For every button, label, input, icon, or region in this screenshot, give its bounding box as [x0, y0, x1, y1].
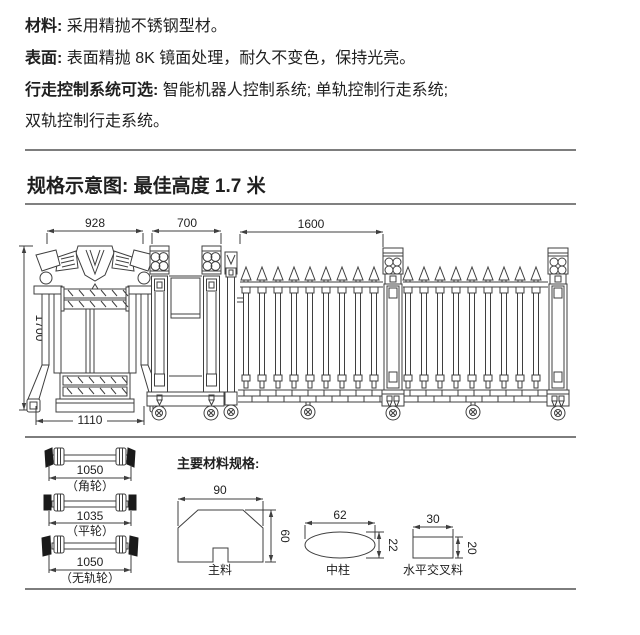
center-column-height: 22 [386, 538, 400, 552]
section-heading: 规格示意图: 最佳高度 1.7 米 [27, 176, 266, 197]
fence-view: 1600 [238, 217, 569, 420]
mid-pillar [382, 248, 404, 420]
main-profile-width: 90 [213, 483, 227, 497]
cross-bar-width: 30 [426, 512, 440, 526]
control-text: 智能机器人控制系统; 单轨控制行走系统; [158, 82, 449, 99]
spec-line-control: 行走控制系统可选: 智能机器人控制系统; 单轨控制行走系统; [25, 81, 585, 101]
center-column-profile: 62 22 中柱 [304, 508, 400, 577]
center-column-width: 62 [333, 508, 347, 522]
cross-bar-profile: 30 20 水平交叉料 [403, 512, 479, 577]
side-view: 700 [146, 216, 243, 421]
center-column-label: 中柱 [326, 562, 350, 577]
flat-wheel-assembly: 1035 （平轮） [43, 493, 137, 538]
dim-head-width: 928 [85, 216, 105, 230]
cross-bar-height: 20 [465, 541, 479, 555]
spec-line-surface: 表面: 表面精抛 8K 镜面处理，耐久不变色，保持光亮。 [25, 49, 585, 69]
link-post [223, 251, 243, 420]
trackless-wheel-dim: 1050 [77, 555, 104, 569]
dim-base-width: 1110 [78, 413, 103, 427]
control-text2: 双轨控制行走系统。 [25, 113, 170, 130]
divider-1 [25, 149, 576, 151]
control-label: 行走控制系统可选: [25, 82, 159, 99]
materials-heading: 主要材料规格: [177, 456, 259, 471]
main-profile-label: 主料 [208, 563, 232, 577]
material-text: 采用精抛不锈钢型材。 [62, 18, 227, 35]
crown-ornament [33, 245, 157, 295]
dim-trolley-width: 700 [177, 216, 197, 230]
main-profile: 90 60 主料 [177, 483, 292, 577]
divider-4 [25, 588, 576, 590]
spec-line-control2: 双轨控制行走系统。 [25, 112, 585, 132]
corner-wheel-dim: 1050 [77, 463, 104, 477]
dim-panel-width: 1600 [298, 217, 325, 231]
divider-2 [25, 203, 576, 205]
front-view: 928 1700 [19, 216, 164, 427]
trackless-wheel-assembly: 1050 （无轨轮） [41, 535, 139, 585]
corner-wheel-assembly: 1050 （角轮） [44, 447, 136, 493]
surface-label: 表面: [25, 50, 63, 67]
end-pillar [547, 248, 569, 420]
spec-line-material: 材料: 采用精抛不锈钢型材。 [25, 17, 585, 37]
cross-bar-label: 水平交叉料 [403, 562, 463, 577]
flat-wheel-dim: 1035 [77, 509, 104, 523]
corner-wheel-label: （角轮） [66, 479, 114, 493]
gate-spec-diagram: 928 1700 [19, 216, 640, 427]
materials-diagram: 1050 （角轮） 1035 （平轮） 1050 （无轨轮） [41, 447, 479, 585]
material-label: 材料: [25, 18, 63, 35]
surface-text: 表面精抛 8K 镜面处理，耐久不变色，保持光亮。 [62, 50, 416, 67]
flat-wheel-label: （平轮） [66, 524, 114, 538]
trackless-wheel-label: （无轨轮） [60, 571, 120, 585]
divider-3 [25, 436, 576, 438]
main-profile-height: 60 [278, 529, 292, 543]
